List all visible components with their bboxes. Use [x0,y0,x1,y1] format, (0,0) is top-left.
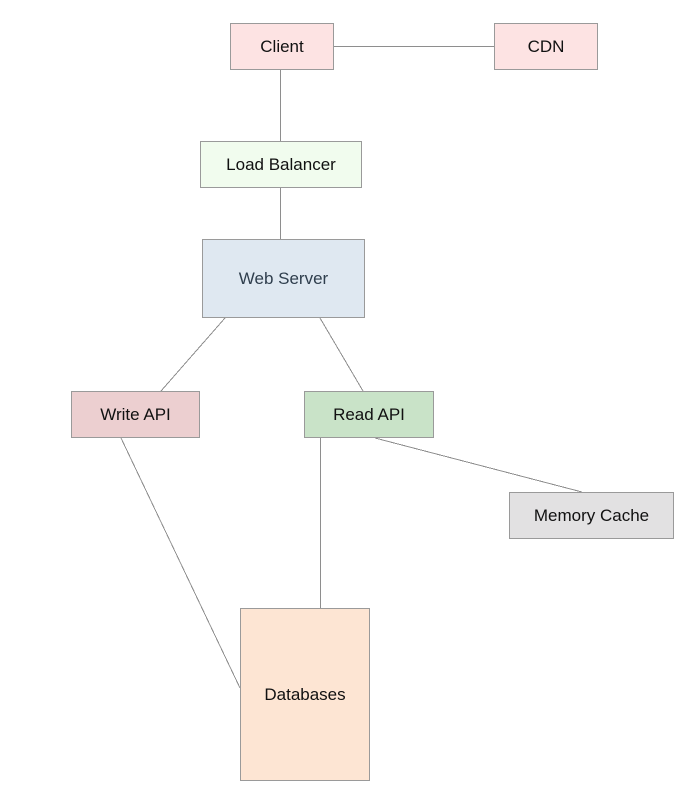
edge-read-api-memory-cache [374,437,583,493]
node-label: Web Server [238,268,329,288]
node-client[interactable]: Client [230,23,334,70]
edge-web-server-read-api [319,317,364,392]
node-read-api[interactable]: Read API [304,391,434,438]
node-label: Read API [333,404,405,424]
node-databases[interactable]: Databases [240,608,370,781]
node-label: Databases [264,684,346,704]
node-label: CDN [527,36,565,56]
node-label: Memory Cache [533,505,650,525]
node-cdn[interactable]: CDN [494,23,598,70]
node-write-api[interactable]: Write API [71,391,200,438]
edge-web-server-write-api [160,317,226,392]
node-memory-cache[interactable]: Memory Cache [509,492,674,539]
node-label: Client [260,36,304,56]
node-web-server[interactable]: Web Server [202,239,365,318]
edge-write-api-databases [120,437,241,689]
node-load-balancer[interactable]: Load Balancer [200,141,362,188]
node-label: Load Balancer [226,154,336,174]
node-label: Write API [100,404,171,424]
